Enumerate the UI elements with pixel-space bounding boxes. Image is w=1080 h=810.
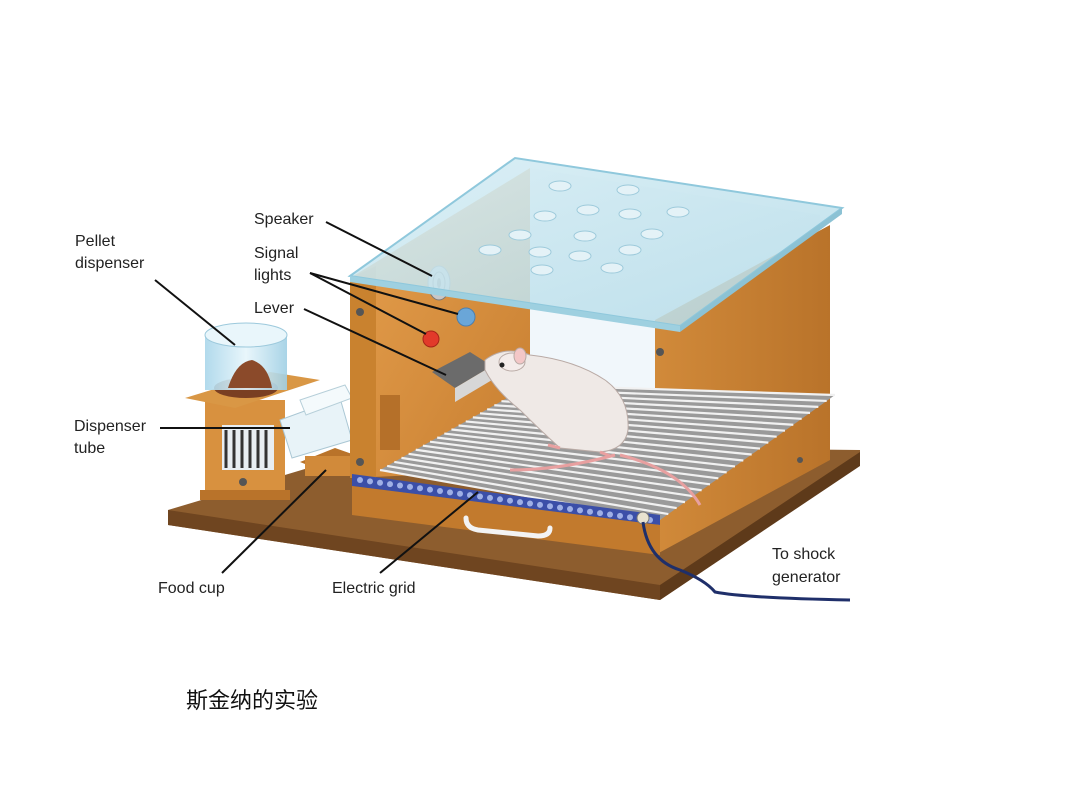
- label-lever: Lever: [254, 300, 295, 317]
- label-pellet-dispenser-line2: dispenser: [75, 255, 145, 272]
- label-shock-generator-line1: To shock: [772, 546, 836, 563]
- label-dispenser-tube-line2: tube: [74, 440, 105, 457]
- label-signal-lights-line1: Signal: [254, 245, 298, 262]
- label-pellet-dispenser-line1: Pellet: [75, 233, 116, 250]
- label-food-cup: Food cup: [158, 580, 225, 597]
- dispenser-tube: [280, 385, 352, 458]
- label-speaker: Speaker: [254, 211, 314, 228]
- label-signal-lights-line2: lights: [254, 267, 291, 284]
- label-dispenser-tube-line1: Dispenser: [74, 418, 147, 435]
- slide-caption: 斯金纳的实验: [186, 683, 318, 715]
- signal-light-blue: [457, 308, 475, 326]
- label-electric-grid: Electric grid: [332, 580, 416, 597]
- label-shock-generator-line2: generator: [772, 569, 841, 586]
